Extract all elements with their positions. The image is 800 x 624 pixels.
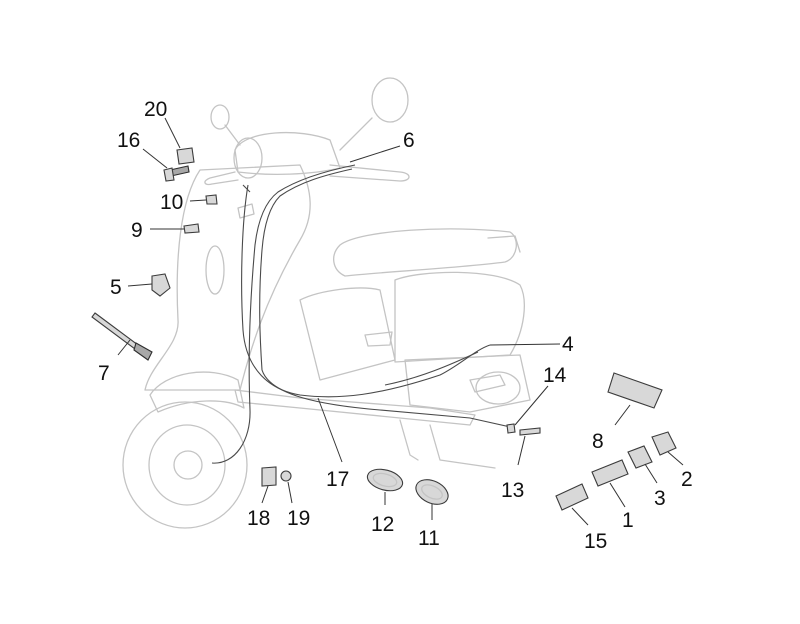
leader-20 [164,117,181,149]
central-tunnel [299,287,396,381]
handlebar-right [329,164,410,182]
leader-17 [317,397,343,463]
part-9-clip [183,223,200,234]
rear-side-panel [394,271,525,363]
leader-5 [127,283,153,287]
callout-7: 7 [98,362,110,385]
front-wheel [122,401,248,529]
leader-3 [644,463,658,484]
front-fender [149,371,245,413]
callout-1: 1 [622,509,634,532]
mirror-stem-right [339,117,373,151]
scooter-outline [122,77,531,529]
leader-2 [667,451,684,466]
floorboard [234,389,476,426]
callout-17: 17 [326,468,349,491]
part-3-fitting [627,445,653,469]
leader-4 [489,343,561,346]
callout-18: 18 [247,507,270,530]
part-19-washer [280,470,292,482]
leader-19 [287,481,293,504]
leader-1 [609,482,626,508]
callout-labels: 20 16 10 9 5 7 6 4 14 8 2 3 1 15 13 17 1… [98,98,693,553]
cable-front-brake [211,164,356,464]
callout-20: 20 [144,98,167,121]
callout-8: 8 [592,430,604,453]
front-brake-disc [148,424,226,506]
part-8-pad [607,372,663,409]
rear-rack [487,235,521,253]
handlebar-left [204,171,239,186]
leader-14 [514,385,549,426]
part-12-hose-clip [366,468,404,492]
loose-parts [91,147,677,511]
mirror-stem-left [224,124,241,146]
part-12-hose-clip-inner [372,472,398,488]
leader-15 [571,507,589,526]
callout-11: 11 [418,527,440,550]
part-18-clamp [261,466,277,487]
seat [333,228,517,277]
exhaust-pipe [469,374,506,393]
tunnel-cover [364,331,393,347]
part-20-clip [176,147,195,165]
callout-12: 12 [371,513,394,536]
part-16-screw-cap [163,167,175,182]
callout-16: 16 [117,129,140,152]
callout-3: 3 [654,487,666,510]
part-13-bolt [519,427,541,436]
cable-rear [259,168,516,429]
leader-13 [517,435,526,466]
part-14-nut [506,423,516,434]
leader-10 [189,199,207,202]
engine-block [404,354,531,413]
horn-badge [237,203,255,219]
front-grille [205,245,225,295]
callout-15: 15 [584,530,607,553]
leader-18 [261,485,269,504]
callout-19: 19 [287,507,310,530]
callout-9: 9 [131,219,143,242]
leader-8 [614,404,631,426]
leader-lines [117,117,684,526]
callout-4: 4 [562,333,574,356]
mirror-right [371,77,409,123]
callout-10: 10 [160,191,183,214]
part-5-fastener [151,273,171,297]
part-7-cable-tie [91,312,139,350]
part-7-tie-head [133,342,153,361]
center-stand [399,419,496,469]
callout-14: 14 [543,364,567,387]
part-1-tube [591,459,629,487]
leader-7 [117,339,131,356]
callout-6: 6 [403,129,415,152]
callout-13: 13 [501,479,524,502]
cable-connector [384,351,479,386]
cable-harness [211,164,516,464]
cable-throttle [241,184,491,398]
part-10-clip [205,194,218,205]
transmission-cover [475,371,521,405]
front-hub [173,450,203,480]
part-2-cap [651,431,677,456]
leader-16 [142,148,168,169]
part-15-end [555,483,589,511]
callout-2: 2 [681,468,693,491]
callout-5: 5 [110,276,122,299]
part-11-hose-clip-inner [421,484,443,500]
headlight [233,137,263,179]
leader-6 [349,145,401,163]
cable-end-top [242,184,251,193]
mirror-left [210,104,230,130]
